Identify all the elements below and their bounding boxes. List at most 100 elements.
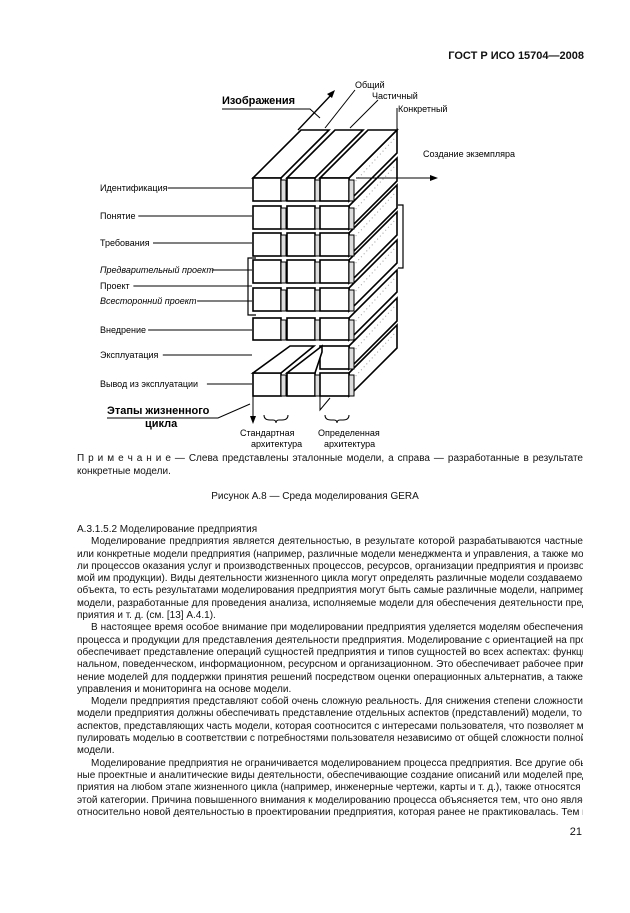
paragraph-line: мой им продукции). Виды деятельности жиз…	[77, 573, 583, 585]
lifecycle-phase-label: Предварительный проект	[100, 265, 214, 275]
section-body: А.3.1.5.2 Моделирование предприятия Моде…	[77, 524, 583, 819]
arrow-head-icon	[430, 175, 438, 181]
genericity-leader	[324, 89, 356, 129]
paragraph-line: обеспечивает представление операций сущн…	[77, 646, 583, 658]
model-cell	[286, 287, 316, 312]
model-cell	[252, 317, 282, 341]
model-cell	[252, 287, 282, 312]
model-cell	[252, 205, 282, 230]
model-cell	[319, 345, 350, 370]
paragraph-line: модели предприятия должны обеспечивать п…	[77, 708, 583, 720]
reference-architecture-label: Стандартная	[240, 428, 295, 438]
lifecycle-phase-label: Вывод из эксплуатации	[100, 379, 198, 389]
reference-architecture-label: архитектура	[251, 439, 302, 449]
paragraph-line: модели, разработанные для проведения ана…	[77, 597, 583, 609]
model-cell	[252, 177, 282, 202]
lifecycle-label: Этапы жизненного	[107, 405, 210, 417]
brace	[324, 414, 350, 424]
model-cell	[319, 205, 350, 230]
figure-caption: Рисунок А.8 — Среда моделирования GERA	[211, 491, 419, 502]
paragraph-line: нение моделей для поддержки принятия реш…	[77, 671, 583, 683]
operation-diagonal	[250, 345, 317, 374]
paragraph-line: приятия и т. д. (см. [13] А.4.1).	[77, 610, 216, 622]
box-sliver	[280, 374, 287, 397]
paragraph-line: Моделирование предприятия не ограничивае…	[91, 757, 583, 769]
model-cell	[319, 259, 350, 284]
paragraph-line: Модели предприятия представляют собой оч…	[91, 696, 583, 708]
section-heading: А.3.1.5.2 Моделирование предприятия	[77, 524, 258, 535]
arrow-head-icon	[327, 90, 335, 98]
model-cell	[286, 372, 316, 397]
framework-cube-grid	[107, 89, 438, 424]
paragraph-line: Моделирование предприятия является деяте…	[91, 536, 583, 548]
note-line: П р и м е ч а н и е — Слева представлены…	[77, 453, 583, 464]
lifecycle-label: цикла	[145, 418, 178, 430]
box-sliver	[280, 289, 287, 312]
box-sliver	[348, 234, 355, 257]
box-sliver	[280, 319, 287, 341]
box-sliver	[348, 374, 355, 397]
box-sliver	[348, 319, 355, 341]
views-label: Изображения	[222, 95, 295, 107]
paragraph-line: модели.	[77, 745, 115, 757]
generic-label: Общий	[355, 80, 385, 90]
particular-architecture-label: Определенная	[318, 428, 380, 438]
partial-label: Частичный	[372, 91, 418, 101]
model-cell	[319, 287, 350, 312]
document-header: ГОСТ Р ИСО 15704—2008	[448, 50, 584, 62]
lifecycle-phase-label: Внедрение	[100, 325, 146, 335]
lifecycle-phase-label: Эксплуатация	[100, 350, 159, 360]
paragraph-line: этой категории. Причина повышенного вним…	[77, 794, 583, 806]
model-cell	[286, 177, 316, 202]
lifecycle-phase-label: Всесторонний проект	[100, 296, 197, 306]
page-number: 21	[569, 826, 582, 838]
model-cell	[252, 372, 282, 397]
figure-note: П р и м е ч а н и е — Слева представлены…	[77, 452, 583, 478]
paragraph-line: или конкретные модели предприятия (напри…	[77, 548, 583, 560]
views-arrow	[297, 93, 333, 131]
diagram-labels: ИдентификацияПонятиеТребованияПредварите…	[100, 80, 515, 449]
operation-diagonal	[284, 344, 323, 374]
particular-architecture-label: архитектура	[324, 439, 375, 449]
model-cell	[286, 232, 316, 257]
box-sliver	[280, 234, 287, 257]
paragraph-line: нальном, поведенческом, информационном, …	[77, 659, 583, 671]
model-cell	[319, 232, 350, 257]
lifecycle-phase-label: Понятие	[100, 211, 135, 221]
genericity-leader	[349, 99, 379, 129]
paragraph-line: ные проектные и аналитические виды деяте…	[77, 769, 583, 781]
box-sliver	[348, 179, 355, 202]
particular-label: Конкретный	[398, 104, 447, 114]
gera-modelling-framework-diagram: ИдентификацияПонятиеТребованияПредварите…	[100, 80, 515, 449]
paragraph-line: В настоящее время особое внимание при мо…	[91, 622, 583, 634]
paragraph-line: ли процессов оказания услуг и производст…	[77, 560, 583, 572]
paragraph-line: относительно новой деятельностью в проек…	[77, 806, 583, 818]
instantiation-label: Создание экземпляра	[423, 149, 515, 159]
lifecycle-leader	[107, 403, 251, 419]
paragraph-line: пулировать моделью в соответствии с потр…	[77, 733, 583, 745]
model-cell	[319, 177, 350, 202]
lifecycle-phase-label: Идентификация	[100, 183, 168, 193]
paragraph-line: управления и мониторинга на основе модел…	[77, 683, 292, 695]
brace	[263, 414, 289, 424]
particular-arch-divider	[319, 396, 331, 412]
model-cell	[252, 232, 282, 257]
model-cell	[319, 372, 350, 397]
box-sliver	[280, 207, 287, 230]
model-cell	[252, 259, 282, 284]
box-sliver	[280, 261, 287, 284]
paragraph-line: объекта, то есть результатами моделирова…	[77, 585, 583, 597]
paragraph-line: процесса и продукции для представления д…	[77, 634, 583, 646]
box-sliver	[348, 289, 355, 312]
arrow-head-icon	[250, 416, 256, 424]
lifecycle-phase-label: Требования	[100, 238, 150, 248]
model-cell	[286, 205, 316, 230]
model-cell	[286, 317, 316, 341]
model-cell	[319, 317, 350, 341]
paragraph-line: приятия на любом этапе жизненного цикла …	[77, 782, 583, 794]
lifecycle-phase-label: Проект	[100, 281, 130, 291]
views-leader	[222, 108, 321, 119]
note-line: конкретные модели.	[77, 466, 171, 477]
model-cell	[286, 259, 316, 284]
box-sliver	[280, 179, 287, 202]
